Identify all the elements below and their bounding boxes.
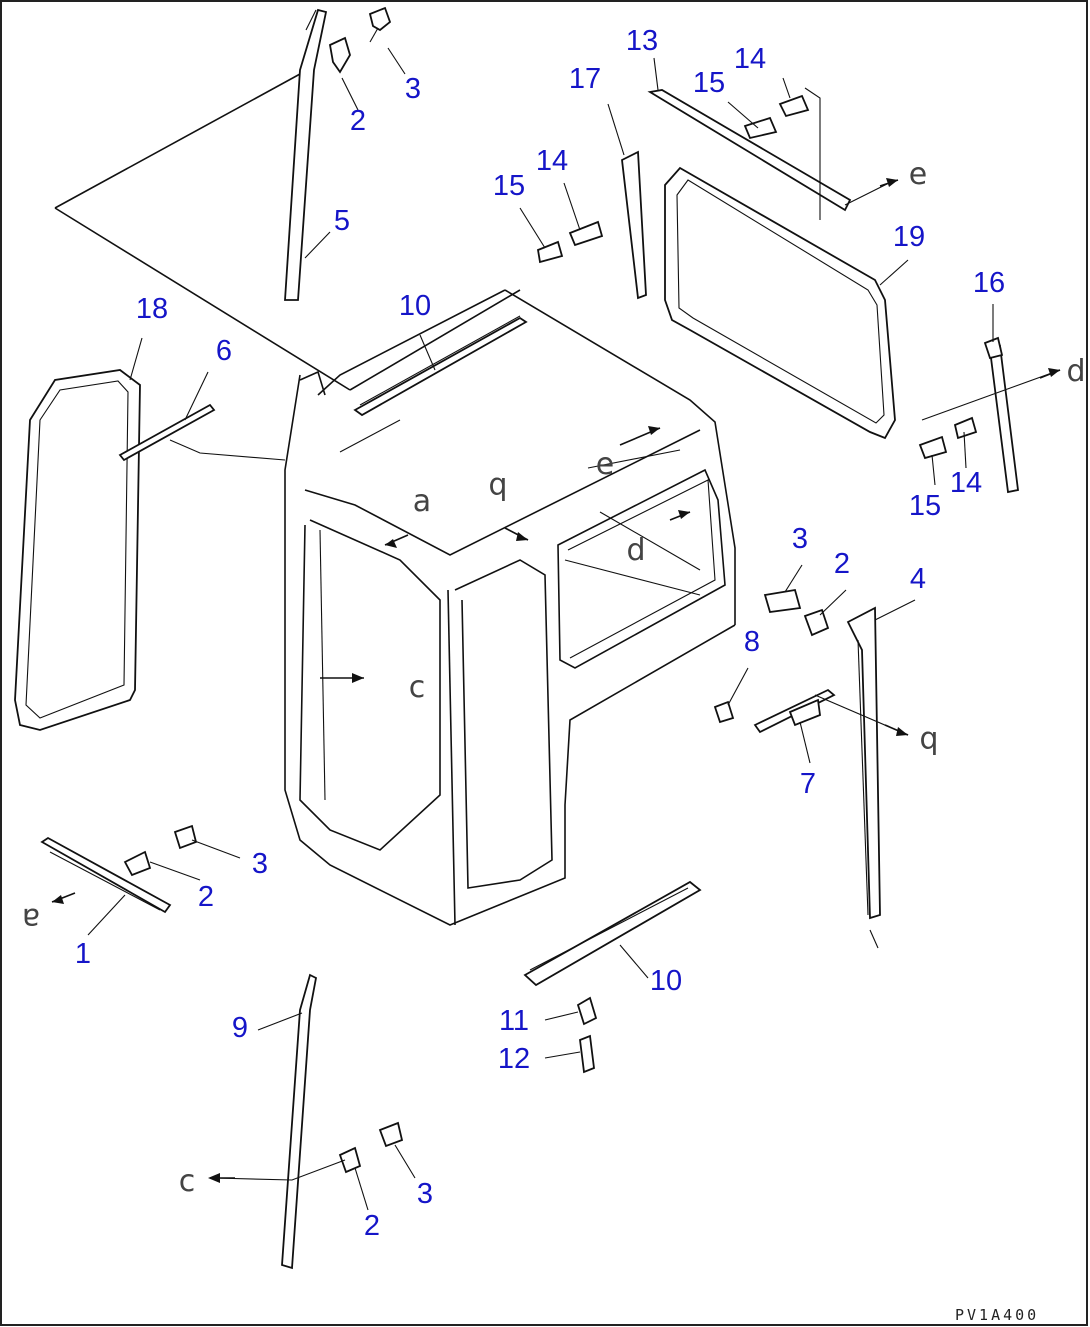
part-number-label: 14 (950, 467, 982, 499)
part-19-rear-seal (664, 166, 896, 440)
part-17-strip (621, 150, 647, 300)
part-number-label: 14 (536, 145, 568, 177)
part-18-side-seal (14, 369, 141, 731)
part-number-label: 11 (499, 1005, 529, 1037)
part-number-label: 7 (800, 768, 816, 800)
part-number-label: 16 (973, 267, 1005, 299)
cab-body (54, 73, 736, 926)
drawing-code: PV1A400 (955, 1306, 1039, 1324)
part-number-label: 3 (792, 523, 808, 555)
part-number-label: 18 (136, 293, 168, 325)
part-4-pillar-strip (846, 606, 881, 949)
reference-letter: e (909, 157, 927, 192)
part-number-label: 13 (626, 25, 658, 57)
leader-lines (87, 47, 1061, 1211)
part-13-strip (647, 87, 852, 220)
reference-letter: a (413, 484, 431, 519)
reference-letter: d (1066, 354, 1085, 389)
part-10-top-molding (353, 315, 528, 417)
part-11-clip (576, 996, 598, 1026)
part-number-label: 2 (350, 105, 366, 137)
part-16-strip (983, 336, 1019, 494)
part-number-label: 19 (893, 221, 925, 253)
part-7-bracket (753, 688, 836, 734)
part-2-clip-top (328, 36, 351, 74)
part-14-15-right (918, 416, 978, 460)
part-2-3-bottom (338, 1121, 404, 1174)
part-8-clip (713, 700, 735, 724)
part-number-label: 8 (744, 626, 760, 658)
reference-letter: a (22, 901, 40, 936)
part-2-3-left (123, 824, 198, 877)
part-9-pillar-strip (281, 973, 318, 1270)
part-number-label: 3 (405, 73, 421, 105)
part-number-label: 6 (216, 335, 232, 367)
part-number-label: 2 (364, 1210, 380, 1242)
part-10-bottom-molding (523, 880, 702, 987)
part-number-label: 1 (75, 938, 91, 970)
part-number-label: 10 (650, 965, 682, 997)
part-14-15-left (536, 220, 604, 264)
part-12-screw (579, 1034, 595, 1074)
part-number-label: 15 (693, 67, 725, 99)
part-number-label: 15 (493, 170, 525, 202)
part-3-screw-top (368, 6, 392, 43)
part-number-label: 10 (399, 290, 431, 322)
part-number-label: 14 (734, 43, 766, 75)
reference-letter: c (409, 670, 426, 705)
part-number-label: 15 (909, 490, 941, 522)
reference-letter: c (179, 1164, 196, 1199)
part-number-label: 2 (834, 548, 850, 580)
part-6-strip (118, 403, 286, 462)
reference-letter: d (626, 533, 645, 568)
reference-letters: e d e a b d c b a c (22, 157, 1086, 1199)
part-number-label: 12 (498, 1043, 530, 1075)
direction-arrows (51, 178, 1061, 1183)
reference-letter: e (596, 447, 614, 482)
part-14-15-top (743, 94, 810, 140)
part-1-strip (40, 836, 172, 914)
reference-letter: b (919, 724, 938, 759)
part-number-label: 2 (198, 881, 214, 913)
part-2-3-right (763, 588, 830, 637)
part-number-label: 5 (334, 205, 350, 237)
part-5-pillar-strip (284, 8, 328, 301)
part-number-label: 3 (417, 1178, 433, 1210)
part-number-label: 17 (569, 63, 601, 95)
part-number-label: 4 (910, 563, 926, 595)
reference-letter: b (488, 470, 507, 505)
part-number-label: 9 (232, 1012, 248, 1044)
part-number-label: 3 (252, 848, 268, 880)
